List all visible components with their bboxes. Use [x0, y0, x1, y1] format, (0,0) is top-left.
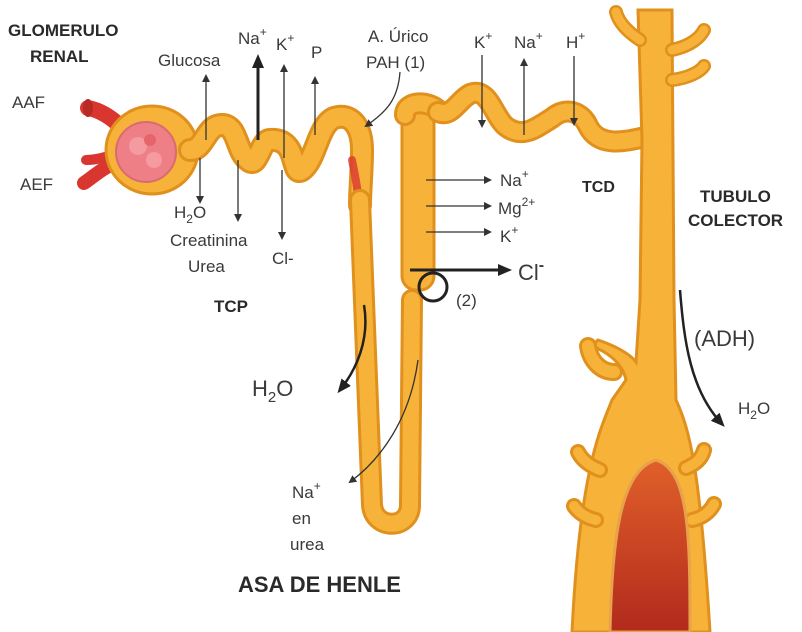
distal-convoluted-tubule [438, 93, 650, 142]
label-colector: COLECTOR [688, 211, 783, 230]
label-aaf: AAF [12, 93, 45, 112]
label-h2o-tcp: H2O [174, 203, 206, 226]
label-na-loop: Na+ [500, 167, 529, 190]
label-na-en-urea-1: Na+ [292, 479, 321, 502]
label-h2o-right: H2O [738, 399, 770, 422]
label-adh: (ADH) [694, 326, 755, 351]
label-na-right: Na+ [514, 29, 543, 52]
label-asa-de-henle: ASA DE HENLE [238, 572, 401, 597]
label-aef: AEF [20, 175, 53, 194]
label-k-loop: K+ [500, 223, 518, 246]
collecting-duct [572, 10, 714, 632]
label-renal: RENAL [30, 47, 89, 66]
label-k-top: K+ [276, 31, 294, 54]
label-na-en-urea-2: en [292, 509, 311, 528]
label-na-top: Na+ [238, 25, 267, 48]
label-tcp: TCP [214, 297, 248, 316]
label-tubulo: TUBULO [700, 187, 771, 206]
label-cl-tcp: Cl- [272, 249, 294, 268]
label-k-right: K+ [474, 29, 492, 52]
label-acido-urico: A. Úrico [368, 27, 428, 46]
label-h-right: H+ [566, 29, 585, 52]
label-creatinina: Creatinina [170, 231, 248, 250]
label-urea: Urea [188, 257, 225, 276]
label-cl-loop: Cl- [518, 257, 544, 285]
label-p-top: P [311, 43, 322, 62]
label-pah: PAH (1) [366, 53, 425, 72]
label-tcd: TCD [582, 179, 615, 196]
label-marker-2: (2) [456, 291, 477, 310]
proximal-convoluted-tubule [190, 117, 362, 212]
label-glucosa: Glucosa [158, 51, 221, 70]
label-mg-loop: Mg2+ [498, 195, 535, 218]
label-h2o-left: H2O [252, 376, 293, 406]
label-na-en-urea-3: urea [290, 535, 325, 554]
label-glomerulo: GLOMERULO [8, 21, 119, 40]
afferent-arteriole [83, 99, 120, 126]
